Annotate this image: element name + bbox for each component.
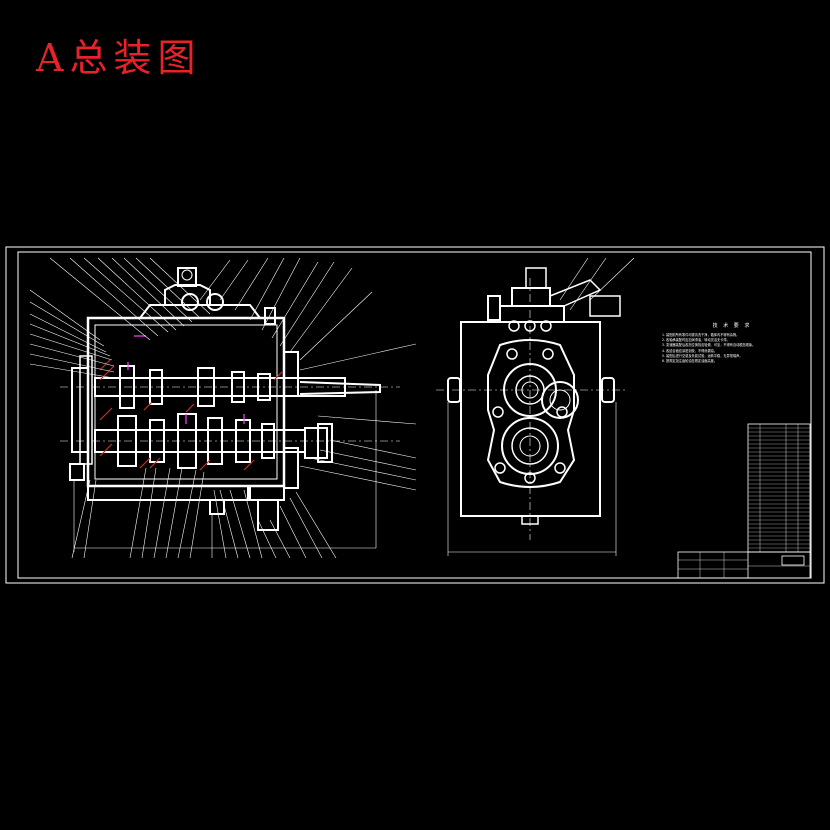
note-line: 5. 装配后进行空载及负载试验，运转平稳，无异常噪声。 [662,353,743,358]
inner-frame [17,251,812,579]
end-view [436,257,635,556]
drawing-title: A总装图 [36,36,202,80]
sectional-view [29,257,417,559]
note-line: 1. 装配前所有零件均需清洗干净，箱体内不得有杂物。 [662,333,740,337]
note-line: 2. 各轴承装配时应加润滑油，转动灵活无卡滞。 [662,338,730,343]
note-line: 3. 变速器装配后各挡位换挡应轻便、可靠，不得有自动脱挡现象。 [662,343,756,348]
note-line: 4. 各结合面应涂密封胶，不得渗漏油。 [662,348,718,353]
parts-list-rows [748,427,810,549]
title-block [677,551,811,579]
note-line: 6. 按规定加注齿轮油至规定油面高度。 [662,359,718,364]
outer-frame [5,246,825,584]
technical-requirements: 技 术 要 求 1. 装配前所有零件均需清洗干净，箱体内不得有杂物。 2. 各轴… [662,322,802,364]
notes-heading: 技 术 要 求 [712,323,752,329]
